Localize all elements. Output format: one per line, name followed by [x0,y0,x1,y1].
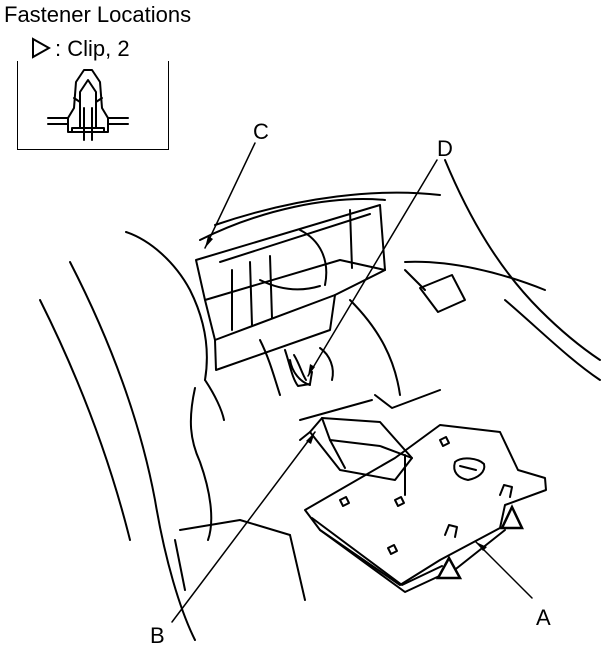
clip-triangle-icon [435,555,463,580]
clip-detail-illustration [47,69,129,141]
callout-b: B [150,623,165,648]
callout-c: C [253,119,269,144]
clip-location-markers [435,504,524,580]
legend-text: : Clip, 2 [55,36,130,61]
callout-a: A [536,605,551,630]
triangle-outline-icon [32,37,51,59]
diagram-title: Fastener Locations [4,2,192,27]
clip-detail-inset [17,61,169,150]
callout-d: D [437,136,453,161]
clip-triangle-icon [500,504,524,530]
legend-row: : Clip, 2 [31,37,130,61]
